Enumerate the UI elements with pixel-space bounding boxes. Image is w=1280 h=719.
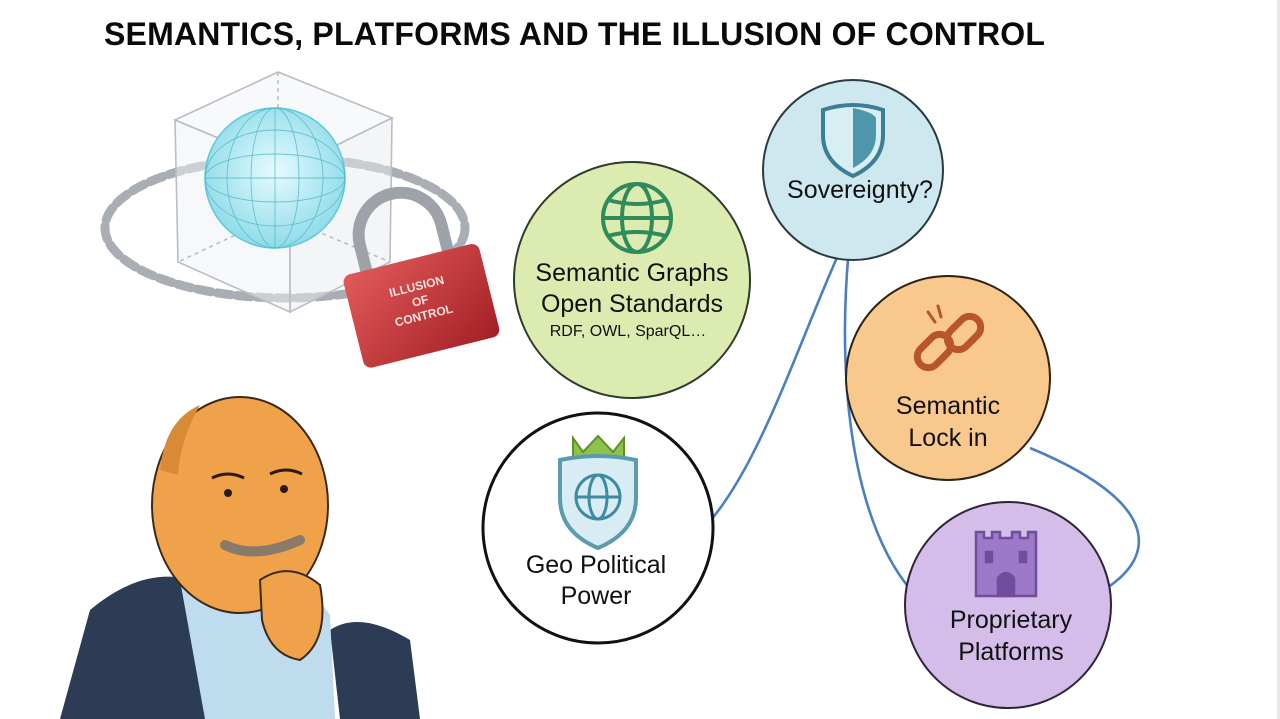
network-sphere — [204, 107, 346, 249]
node-sovereignty: Sovereignty? — [762, 79, 944, 261]
proprietary-line2: Platforms — [958, 638, 1064, 666]
semantic-graphs-sub: RDF, OWL, SparQL… — [550, 323, 706, 340]
node-semantic-graphs: Semantic Graphs Open Standards RDF, OWL,… — [513, 161, 751, 399]
semantic-lockin-line1: Semantic — [896, 392, 1000, 420]
node-semantic-lockin: Semantic Lock in — [845, 275, 1051, 481]
thinking-man-illustration — [60, 396, 420, 719]
globe-icon — [601, 182, 673, 254]
padlock-label-line2: OF — [410, 292, 430, 310]
node-proprietary-platforms: Proprietary Platforms — [904, 501, 1112, 709]
semantic-lockin-line2: Lock in — [908, 424, 987, 452]
shield-icon — [821, 103, 885, 179]
proprietary-line1: Proprietary — [950, 606, 1073, 634]
node-geo-political-power: Geo Political Power — [481, 411, 715, 645]
slide-edge — [1277, 0, 1280, 719]
castle-icon — [974, 530, 1038, 598]
slide-title: SEMANTICS, PLATFORMS AND THE ILLUSION OF… — [104, 16, 1046, 52]
sovereignty-label: Sovereignty? — [787, 176, 933, 204]
padlock: ILLUSION OF CONTROL — [343, 186, 500, 368]
connector-geopolitical-sovereignty — [691, 211, 860, 541]
geo-political-line2: Power — [561, 582, 632, 610]
broken-chain-icon — [913, 304, 985, 372]
geo-political-line1: Geo Political — [526, 551, 666, 579]
semantic-graphs-line1: Semantic Graphs — [535, 259, 728, 287]
illusion-of-control-illustration: ILLUSION OF CONTROL — [100, 71, 500, 368]
crowned-globe-shield-icon — [558, 434, 638, 551]
semantic-graphs-line2: Open Standards — [541, 290, 723, 318]
